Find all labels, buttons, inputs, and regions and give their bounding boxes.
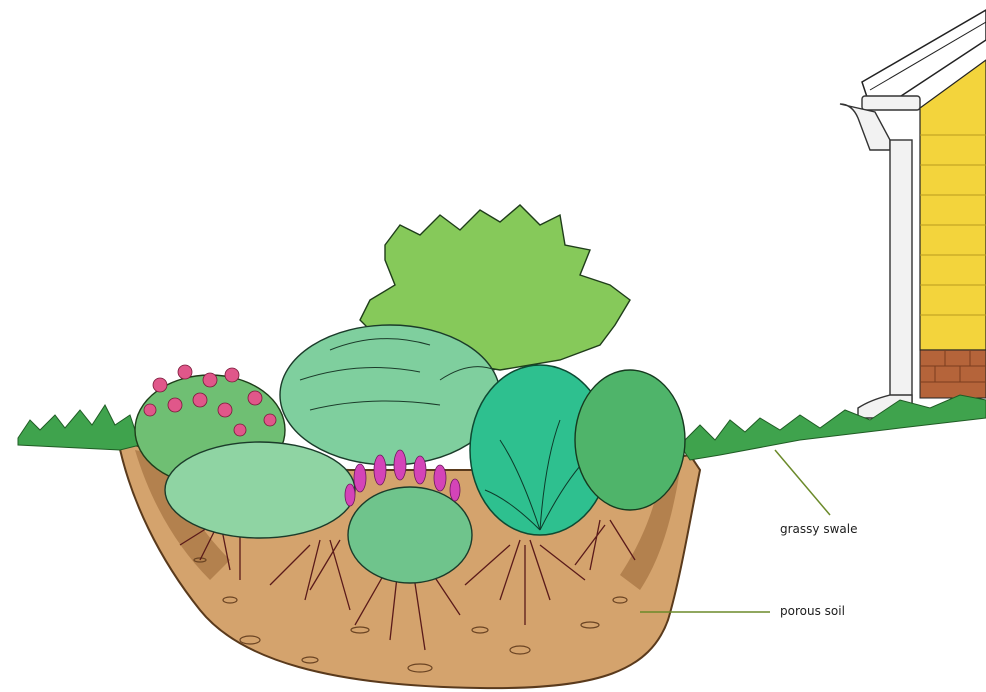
downspout (840, 96, 920, 418)
house (840, 10, 986, 418)
lower-fern (165, 442, 355, 538)
spike-plant (348, 487, 472, 583)
house-siding (920, 60, 986, 350)
brick-foundation (920, 350, 986, 398)
grassy-swale-leader (775, 450, 830, 515)
grassy-swale-label: grassy swale (780, 522, 857, 536)
fern-mound (280, 325, 500, 465)
grass-clump (575, 370, 685, 510)
porous-soil-label: porous soil (780, 604, 845, 618)
